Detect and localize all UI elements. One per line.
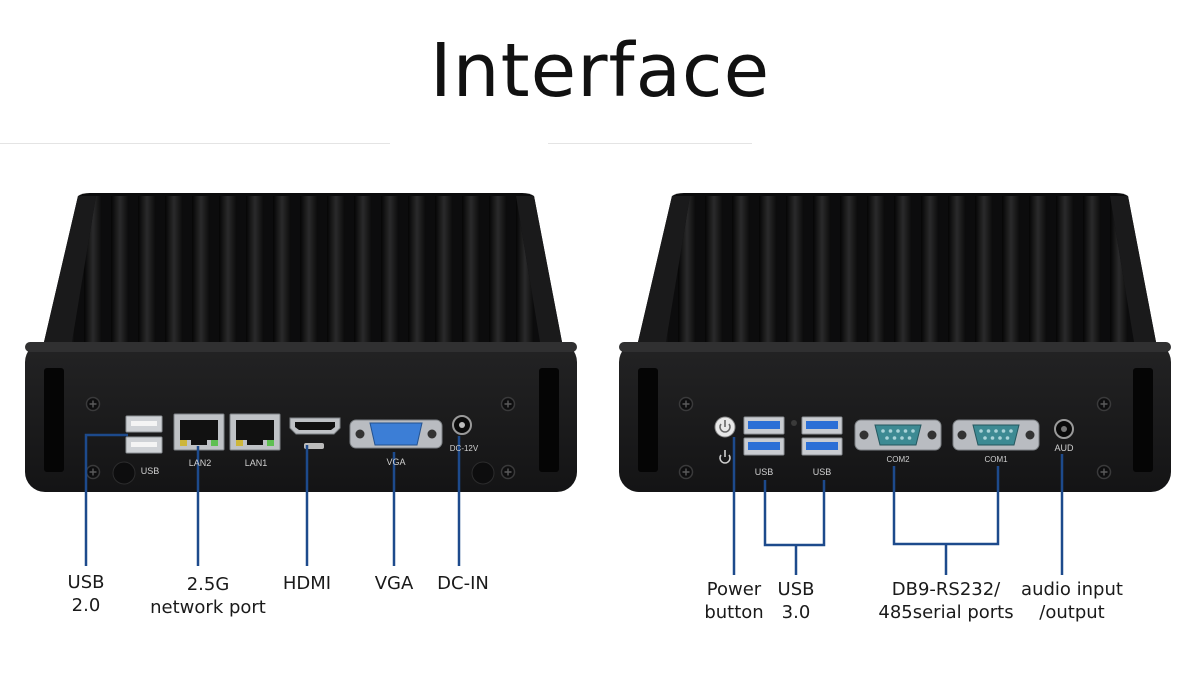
label-vga: VGA bbox=[374, 573, 414, 594]
mark-usb-b: USB bbox=[813, 467, 832, 477]
label-audio: audio input /output bbox=[1021, 579, 1123, 623]
mark-vga: VGA bbox=[386, 457, 405, 467]
label-dc-in: DC-IN bbox=[437, 573, 489, 594]
mark-lan2: LAN2 bbox=[189, 458, 212, 468]
left-leader-lines bbox=[84, 433, 461, 566]
label-power-button: Power button bbox=[704, 579, 764, 623]
mark-lan1: LAN1 bbox=[245, 458, 268, 468]
mark-com2: COM2 bbox=[886, 455, 910, 464]
label-usb-2-0: USB 2.0 bbox=[67, 572, 105, 616]
right-leader-lines bbox=[732, 437, 1064, 575]
divider-left bbox=[0, 143, 390, 144]
mark-dc: DC-12V bbox=[450, 444, 479, 453]
mark-aud: AUD bbox=[1054, 443, 1074, 453]
mark-com1: COM1 bbox=[984, 455, 1008, 464]
mark-usb: USB bbox=[141, 466, 160, 476]
label-network-port: 2.5G network port bbox=[150, 574, 266, 618]
right-mini-pc bbox=[619, 193, 1171, 575]
page-title: Interface bbox=[429, 28, 771, 114]
divider-right bbox=[548, 143, 752, 144]
label-hdmi: HDMI bbox=[282, 573, 332, 594]
mark-usb-a: USB bbox=[755, 467, 774, 477]
label-serial-ports: DB9-RS232/ 485serial ports bbox=[878, 579, 1014, 623]
label-usb-3-0: USB 3.0 bbox=[777, 579, 815, 623]
left-mini-pc bbox=[25, 193, 577, 566]
